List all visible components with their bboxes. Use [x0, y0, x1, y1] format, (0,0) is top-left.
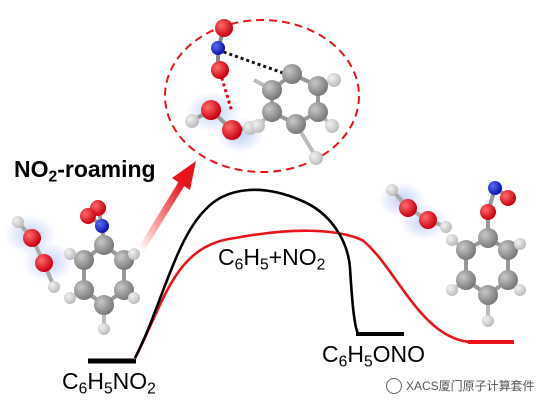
roaming-arrow — [139, 161, 196, 250]
black-energy-path — [133, 188, 404, 359]
watermark-text: XACS厦门原子计算套件 — [406, 379, 535, 393]
zoom-circle — [164, 19, 360, 173]
reactant-molecule — [4, 200, 140, 335]
red-energy-path — [133, 229, 512, 359]
reactant-label: C6H5NO2 — [62, 368, 156, 398]
wechat-icon — [386, 377, 402, 394]
inset-molecule — [185, 19, 341, 165]
product-molecule — [378, 181, 526, 327]
product-label: C6H5ONO — [322, 341, 426, 371]
roaming-label: NO2-roaming — [14, 156, 156, 186]
watermark: XACS厦门原子计算套件 — [386, 377, 535, 394]
radical-label: C6H5+NO2 — [218, 244, 326, 274]
